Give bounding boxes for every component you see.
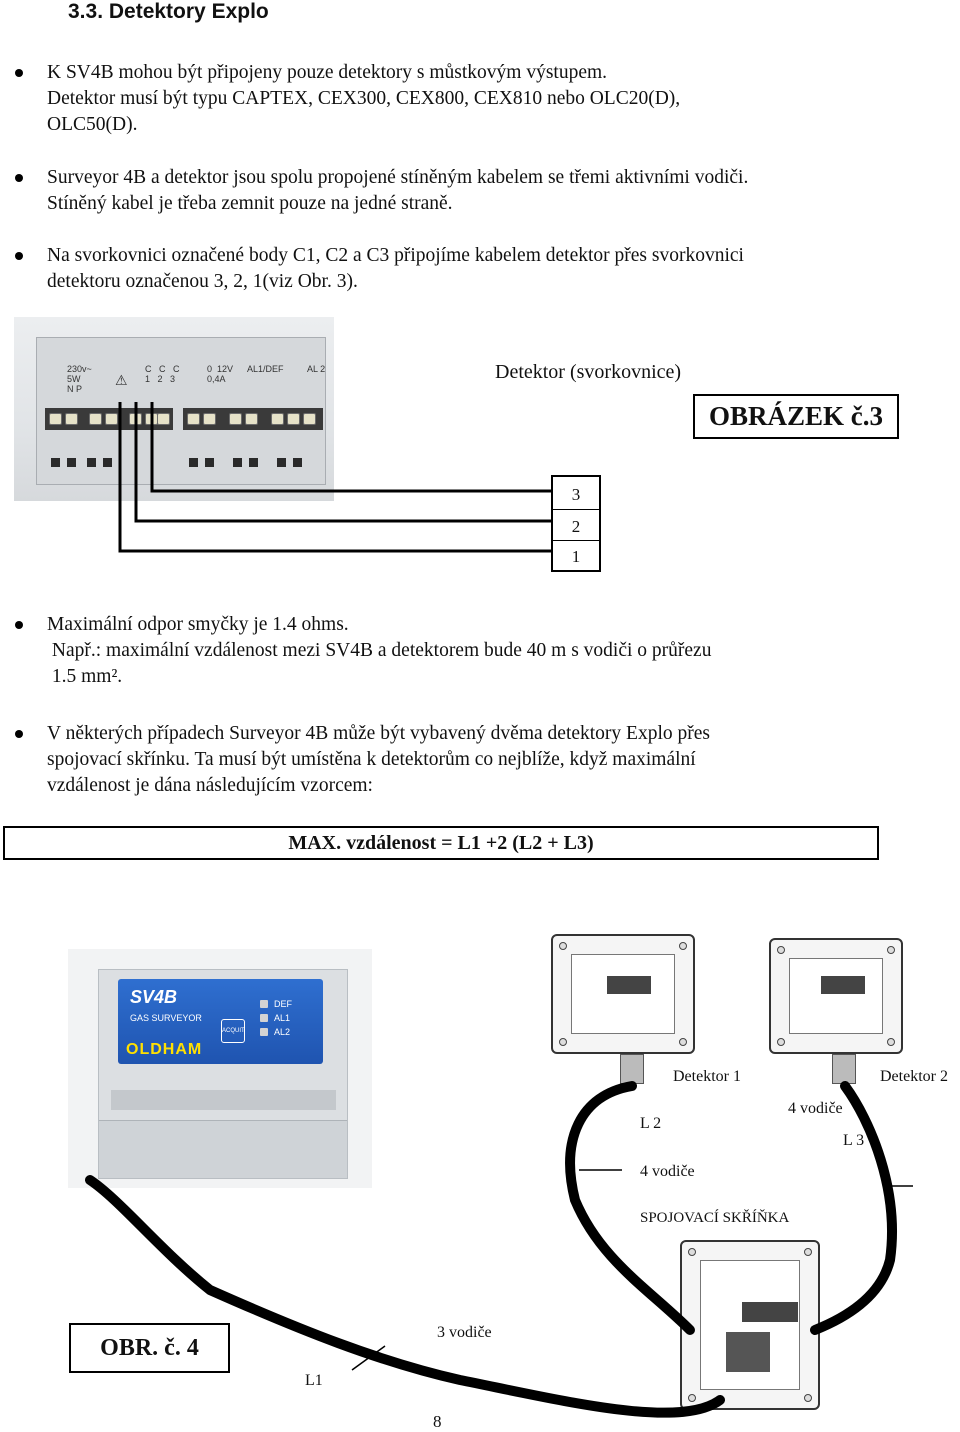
sv4b-front-panel: SV4B GAS SURVEYOR OLDHAM ACQUIT DEF AL1 … (118, 979, 323, 1064)
wires4-label: 4 vodiče (640, 1163, 695, 1180)
text-line: K SV4B mohou být připojeny pouze detekto… (47, 62, 608, 83)
text-line: Např.: maximální vzdálenost mezi SV4B a … (47, 640, 712, 661)
acknowledge-button: ACQUIT (221, 1019, 245, 1043)
device-brand: OLDHAM (126, 1041, 203, 1058)
module-label: N P (67, 384, 83, 394)
paragraph-loop-resistance: Maximální odpor smyčky je 1.4 ohms. Např… (47, 612, 711, 690)
led-al1: AL1 (260, 1011, 320, 1025)
bullet-dot (15, 174, 23, 182)
module-label-strip: 230v~ 5W N P ⚠ C C C 1 2 3 0 12V 0,4A AL… (67, 364, 334, 414)
terminal-1: 1 (571, 547, 581, 566)
section-heading: 3.3. Detektory Explo (68, 0, 269, 23)
text-line: OLC50(D). (47, 114, 138, 135)
device-title: SV4B (130, 987, 178, 1007)
module-label: 1 2 3 (145, 374, 176, 384)
figure3-caption: OBRÁZEK č.3 (693, 394, 899, 439)
bullet-dot (15, 730, 23, 738)
module-label: AL1/DEF (247, 364, 284, 374)
detector1-gland (620, 1054, 644, 1084)
l3-label: L 3 (843, 1132, 865, 1149)
junction-box-label: SPOJOVACÍ SKŘÍŇKA (640, 1210, 790, 1226)
text-line: Detektor musí být typu CAPTEX, CEX300, C… (47, 88, 681, 109)
cable-l1 (85, 1175, 725, 1418)
terminal-row-right (183, 408, 323, 430)
sv4b-device-photo: SV4B GAS SURVEYOR OLDHAM ACQUIT DEF AL1 … (68, 949, 372, 1188)
text-line: Surveyor 4B a detektor jsou spolu propoj… (47, 167, 749, 188)
text-line: Na svorkovnici označené body C1, C2 a C3… (47, 245, 744, 266)
bullet-dot (15, 69, 23, 77)
detector2-gland (832, 1054, 856, 1084)
text-line: detektoru označenou 3, 2, 1(viz Obr. 3). (47, 271, 358, 292)
text-line: 1.5 mm². (47, 666, 123, 687)
sv4b-module: 230v~ 5W N P ⚠ C C C 1 2 3 0 12V 0,4A AL… (36, 337, 326, 485)
terminal-2: 2 (571, 517, 581, 536)
module-label: AL 2 (307, 364, 326, 374)
figure4-caption: OBR. č. 4 (69, 1323, 230, 1373)
cable-l3 (810, 1081, 897, 1335)
detector1-housing (551, 934, 695, 1054)
terminal-block-photo: 230v~ 5W N P ⚠ C C C 1 2 3 0 12V 0,4A AL… (14, 317, 334, 501)
detector-terminal-box: 3 2 1 (551, 475, 601, 572)
detector1-label: Detektor 1 (673, 1068, 741, 1085)
paragraph-detector-types: K SV4B mohou být připojeny pouze detekto… (47, 60, 680, 138)
paragraph-two-detectors: V některých případech Surveyor 4B může b… (47, 721, 710, 799)
wires4-label: 4 vodiče (788, 1100, 843, 1117)
terminal-3: 3 (571, 485, 581, 504)
led-al2: AL2 (260, 1025, 320, 1039)
module-label: 0,4A (207, 374, 226, 384)
detector2-label: Detektor 2 (880, 1068, 948, 1085)
cable-l2 (565, 1081, 695, 1335)
l1-label: L1 (305, 1372, 323, 1389)
module-label: 0 12V (207, 364, 234, 374)
page-number: 8 (433, 1412, 442, 1431)
distance-formula: MAX. vzdálenost = L1 +2 (L2 + L3) (3, 826, 879, 860)
module-label: 5W (67, 374, 81, 384)
device-subtitle: GAS SURVEYOR (130, 1013, 202, 1023)
paragraph-terminal-wiring: Na svorkovnici označené body C1, C2 a C3… (47, 243, 744, 295)
text-line: Maximální odpor smyčky je 1.4 ohms. (47, 614, 349, 635)
module-label: 230v~ (67, 364, 92, 374)
bullet-dot (15, 621, 23, 629)
junction-box (680, 1240, 820, 1410)
warning-icon: ⚠ (115, 372, 128, 388)
text-line: spojovací skřínku. Ta musí být umístěna … (47, 749, 696, 770)
detector-terminal-label: Detektor (svorkovnice) (495, 361, 682, 383)
figure3-wires (118, 402, 551, 553)
wires3-label: 3 vodiče (437, 1324, 492, 1341)
text-line: vzdálenost je dána následujícím vzorcem: (47, 775, 373, 796)
paragraph-shielded-cable: Surveyor 4B a detektor jsou spolu propoj… (47, 165, 748, 217)
status-leds: DEF AL1 AL2 (260, 997, 320, 1039)
led-def: DEF (260, 997, 320, 1011)
bullet-dot (15, 252, 23, 260)
detector2-housing (769, 938, 903, 1054)
l2-label: L 2 (640, 1115, 662, 1132)
text-line: V některých případech Surveyor 4B může b… (47, 723, 710, 744)
module-label: C C C (145, 364, 180, 374)
text-line: Stíněný kabel je třeba zemnit pouze na j… (47, 193, 453, 214)
